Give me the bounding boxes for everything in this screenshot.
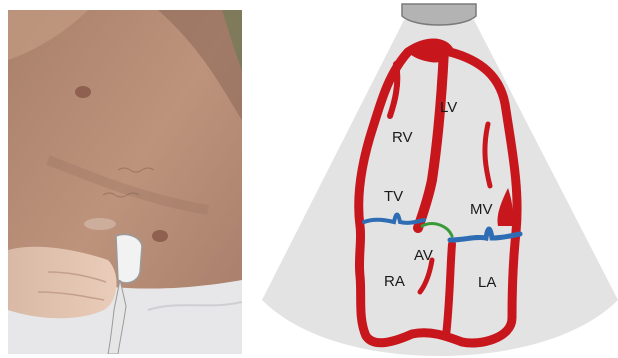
- label-av: AV: [414, 247, 433, 264]
- transducer-photo: [8, 10, 242, 354]
- label-lv: LV: [440, 99, 457, 116]
- left-nipple: [75, 86, 91, 98]
- diagram-canvas: LV RV TV MV AV RA LA: [250, 0, 618, 358]
- transducer-probe: [116, 234, 142, 282]
- apical-four-chamber-diagram: LV RV TV MV AV RA LA: [250, 0, 618, 358]
- label-tv: TV: [384, 188, 403, 205]
- label-rv: RV: [392, 129, 413, 146]
- label-la: LA: [478, 274, 496, 291]
- photo-illustration: [8, 10, 242, 354]
- right-nipple: [152, 230, 168, 242]
- label-mv: MV: [470, 201, 493, 218]
- probe-footprint: [402, 4, 476, 25]
- label-ra: RA: [384, 273, 405, 290]
